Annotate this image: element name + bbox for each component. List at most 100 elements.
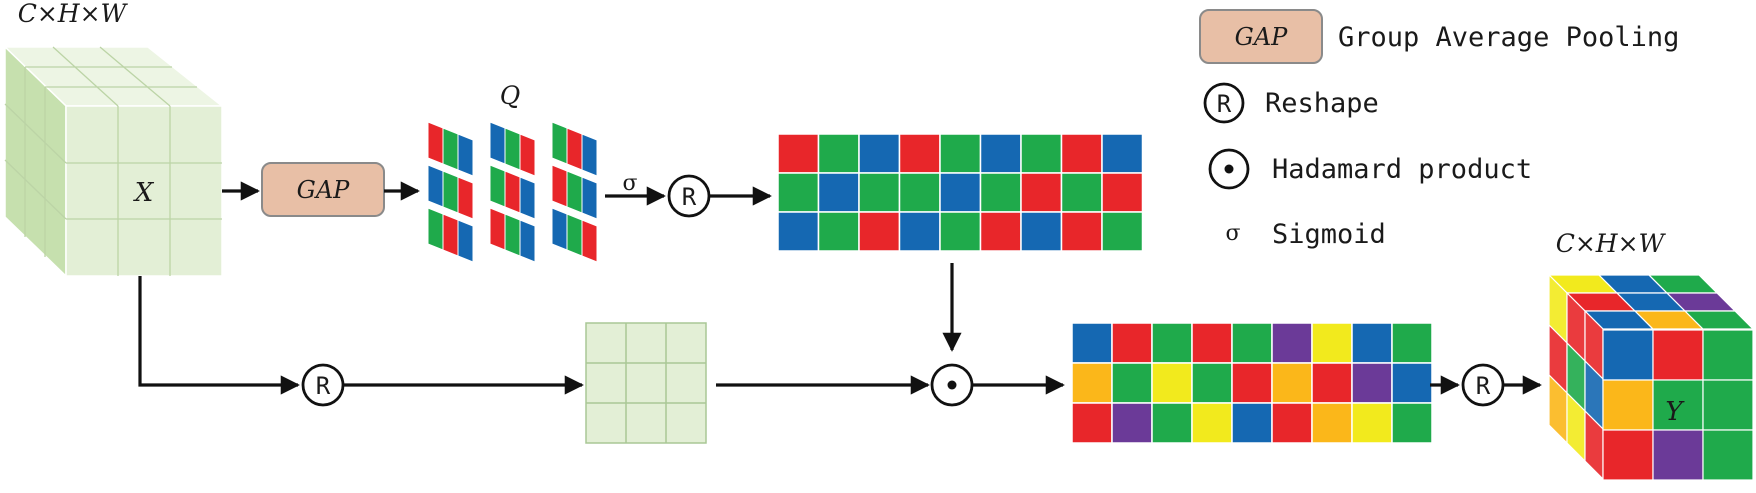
product-cell [1311, 322, 1353, 364]
legend-hadamard-dot [1224, 164, 1234, 174]
product-cell [1271, 402, 1313, 444]
reshaped-input-grid [585, 322, 707, 444]
reshape-symbol-left: R [316, 372, 331, 400]
product-cell [1111, 402, 1153, 444]
output-tensor-label: Y [1665, 397, 1685, 427]
output-front-cell [1702, 329, 1754, 381]
q-stacks [427, 121, 598, 263]
attention-cell [817, 133, 860, 174]
attention-cell [1060, 211, 1103, 252]
legend: GAP Group Average Pooling R Reshape Hada… [1199, 9, 1679, 250]
attention-cell [898, 133, 941, 174]
legend-reshape-symbol: R [1217, 90, 1232, 118]
q-strip [551, 164, 568, 208]
product-cell [1391, 322, 1433, 364]
attention-cell [1020, 172, 1063, 213]
product-cell [1351, 402, 1393, 444]
product-cell [1191, 362, 1233, 404]
q-strip [551, 207, 568, 251]
attention-cell [1101, 172, 1144, 213]
q-strip [489, 164, 506, 208]
q-strip [566, 170, 583, 214]
attention-cell [1060, 133, 1103, 174]
output-front-cell [1602, 329, 1654, 381]
q-strip [519, 176, 536, 220]
q-strip [489, 207, 506, 251]
output-front-cell [1652, 329, 1704, 381]
attention-cell [858, 211, 901, 252]
product-cell [1111, 362, 1153, 404]
q-strip [504, 127, 521, 171]
reshape-symbol-right: R [1476, 372, 1491, 400]
attention-cell [1101, 133, 1144, 174]
attention-cell [898, 172, 941, 213]
q-strip [427, 164, 444, 208]
attention-cell [777, 172, 820, 213]
q-strip [457, 133, 474, 177]
product-cell [1231, 362, 1273, 404]
output-front-cell [1652, 379, 1704, 431]
q-strip [504, 170, 521, 214]
product-cell [1071, 362, 1113, 404]
legend-gap-swatch [1199, 9, 1323, 64]
q-strip [457, 219, 474, 263]
attention-cell [817, 172, 860, 213]
sigma-symbol: σ [622, 171, 637, 196]
q-strip [442, 213, 459, 257]
output-front-cell [1602, 429, 1654, 481]
q-strip [489, 121, 506, 165]
product-cell [1191, 322, 1233, 364]
q-label: Q [500, 81, 521, 110]
q-strip [581, 219, 598, 263]
input-cube [3, 45, 225, 278]
q-strip [566, 127, 583, 171]
legend-reshape-text: Reshape [1265, 88, 1379, 119]
attention-cell [979, 211, 1022, 252]
attention-cell [1020, 211, 1063, 252]
q-strip [581, 133, 598, 177]
q-strip [566, 213, 583, 257]
attention-grid [777, 133, 1144, 252]
input-tensor-label: X [133, 178, 155, 208]
product-cell [1351, 362, 1393, 404]
q-strip [504, 213, 521, 257]
product-cell [1151, 362, 1193, 404]
product-cell [1191, 402, 1233, 444]
reshape-symbol-top: R [682, 183, 697, 211]
attention-cell [858, 172, 901, 213]
output-front-cell [1702, 429, 1754, 481]
q-strip [519, 219, 536, 263]
output-top-cell [1683, 310, 1755, 330]
product-cell [1151, 322, 1193, 364]
product-cell [1071, 402, 1113, 444]
product-grid [1071, 322, 1433, 444]
product-cell [1071, 322, 1113, 364]
gap-block-label: GAP [297, 176, 351, 204]
input-dims-label: C×H×W [18, 0, 129, 28]
product-cell [1111, 322, 1153, 364]
product-cell [1231, 322, 1273, 364]
attention-cell [777, 133, 820, 174]
legend-gap-text: Group Average Pooling [1338, 22, 1679, 53]
output-front-cell [1652, 429, 1704, 481]
q-strip [457, 176, 474, 220]
legend-gap-symbol: GAP [1235, 23, 1289, 51]
product-cell [1271, 322, 1313, 364]
output-front-cell [1702, 379, 1754, 431]
attention-cell [898, 211, 941, 252]
q-strip [519, 133, 536, 177]
attention-cell [858, 133, 901, 174]
attention-cell [939, 172, 982, 213]
product-cell [1311, 402, 1353, 444]
attention-cell [939, 211, 982, 252]
output-cube [1547, 273, 1755, 481]
legend-sigma-text: Sigmoid [1272, 219, 1386, 250]
hadamard-dot [947, 380, 957, 390]
output-dims-label: C×H×W [1556, 229, 1667, 258]
arrow-input-to-reshape [138, 276, 300, 395]
attention-cell [979, 133, 1022, 174]
attention-cell [979, 172, 1022, 213]
output-front-cell [1602, 379, 1654, 431]
product-cell [1311, 362, 1353, 404]
